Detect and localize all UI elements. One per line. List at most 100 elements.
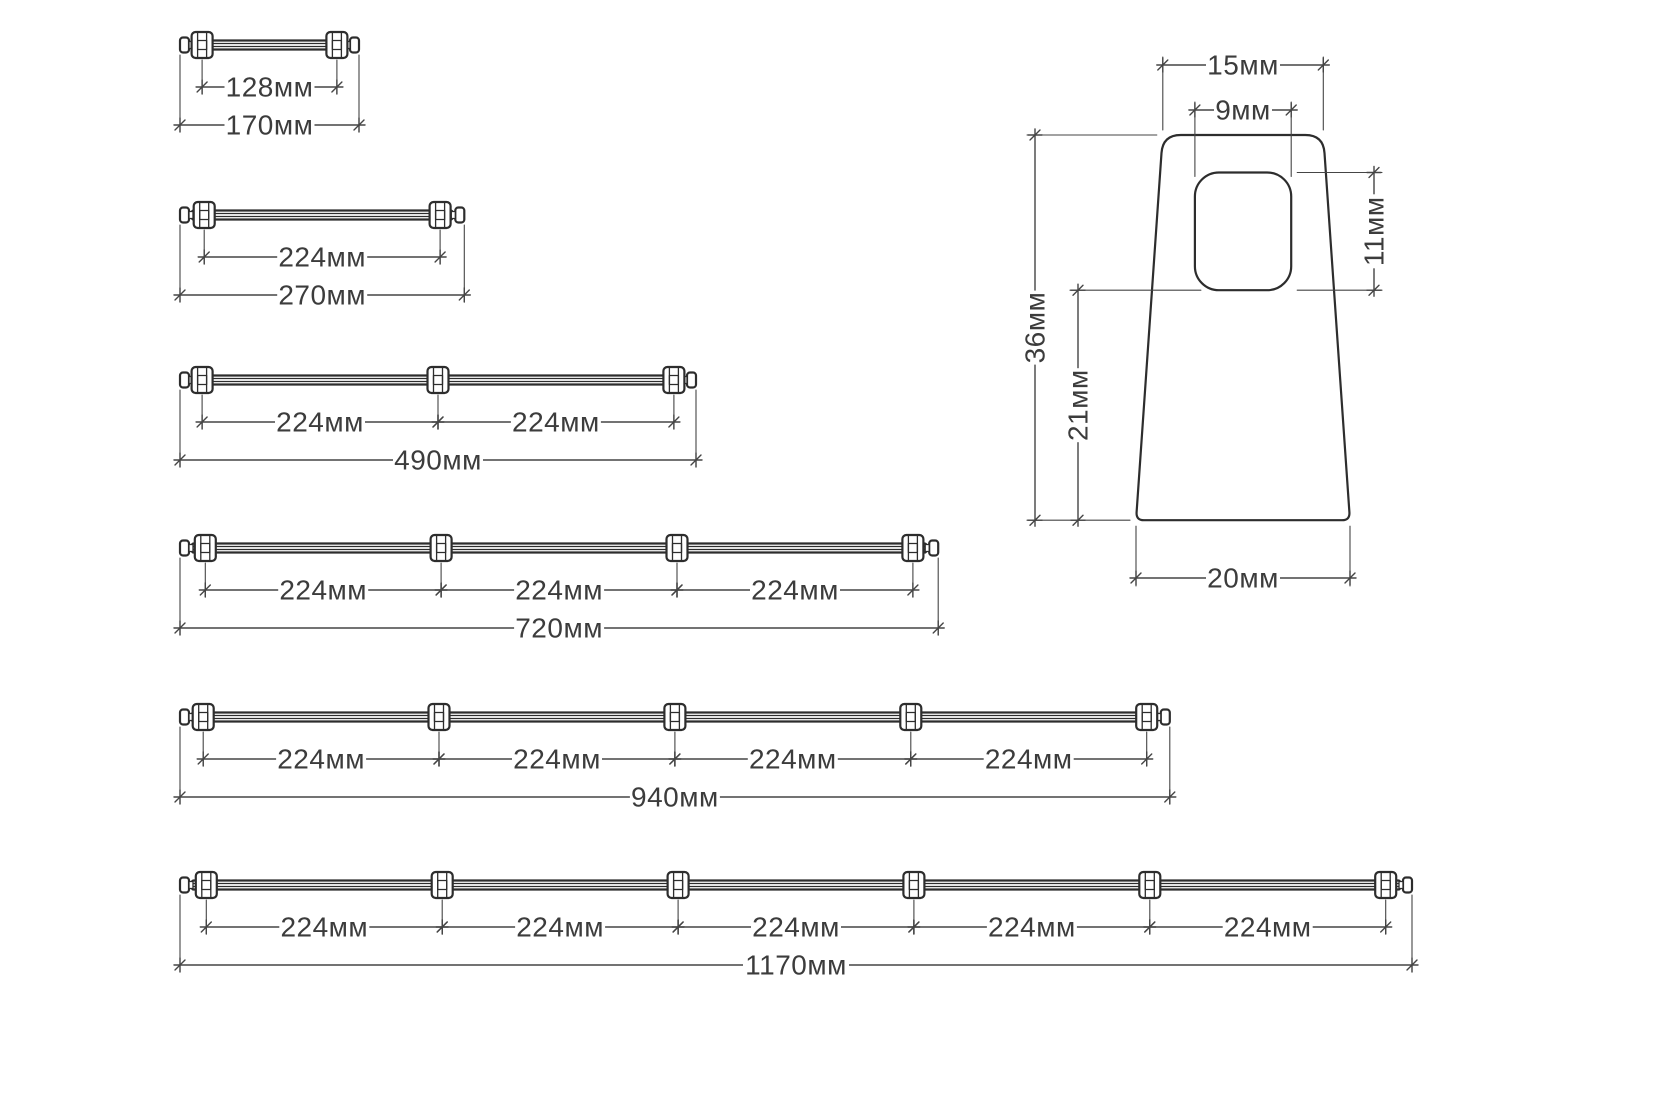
dimension-label: 36мм [1020,292,1051,364]
segment-dimension: 224мм [435,912,685,943]
overall-dimension: 1170мм [173,950,1419,981]
mounting-bracket [193,533,217,563]
mounting-bracket [901,533,925,563]
dimension-label: 224мм [515,575,603,606]
segment-dimension: 224мм [1143,912,1393,943]
mounting-bracket [665,533,689,563]
mounting-bracket [902,870,926,900]
segment-dimension: 224мм [671,912,921,943]
dimension-label: 224мм [513,744,601,775]
overall-dimension: 490мм [173,445,703,476]
rail-end-cap [178,539,194,557]
segment-dimension: 224мм [196,744,446,775]
profile-slot [1193,171,1293,292]
dimension-label: 21мм [1063,369,1094,441]
rail-end-cap [924,539,940,557]
segment-dimension: 128мм [195,72,344,103]
mounting-bracket [899,702,923,732]
dimension-label: 11мм [1359,197,1390,267]
lower-height-dimension: 21мм [1063,283,1094,527]
overall-dimension: 270мм [173,280,471,311]
dimension-label: 20мм [1207,563,1279,594]
mounting-bracket [430,870,454,900]
mounting-bracket [1135,702,1159,732]
slot-width-dimension: 9мм [1188,95,1298,126]
segment-dimension: 224мм [199,912,449,943]
segment-dimension: 224мм [904,744,1154,775]
dimension-label: 128мм [226,72,314,103]
dimension-label: 224мм [752,912,840,943]
mounting-bracket [191,702,215,732]
dimension-label: 9мм [1215,95,1271,126]
top-width-dimension: 15мм [1156,50,1331,81]
rail-assembly-270mm: 224мм 270мм [173,200,471,311]
dimension-label: 224мм [277,744,365,775]
mounting-bracket [1374,870,1398,900]
rail-end-cap [178,206,194,224]
dimension-label: 224мм [985,744,1073,775]
rail-end-cap [1156,708,1171,726]
rail-tube [190,209,454,221]
segment-dimension: 224мм [195,407,445,438]
rail-end-cap [178,876,194,894]
dimension-label: 224мм [280,912,368,943]
mounting-bracket [429,533,453,563]
dimension-label: 224мм [988,912,1076,943]
dimension-label: 270мм [278,280,366,311]
rail-end-cap [1398,876,1414,894]
overall-height-dimension: 36мм [1020,128,1051,527]
mounting-bracket [663,702,687,732]
mounting-bracket [190,30,214,60]
rail-tube [190,542,928,554]
mounting-bracket [662,365,686,395]
rail-assembly-1170mm: 224мм 224мм 224мм 224мм 224мм 1170мм [173,870,1419,981]
rail-end-cap [682,371,698,389]
segment-dimension: 224мм [197,242,447,273]
dimension-label: 224мм [512,407,600,438]
rail-tube [190,879,1402,891]
bracket-cross-section: 15мм 9мм 11мм 36мм 21мм 20мм [1020,50,1390,594]
bottom-width-dimension: 20мм [1129,563,1357,594]
rail-assembly-170mm: 128мм 170мм [173,30,366,141]
dimension-label: 224мм [276,407,364,438]
mounting-bracket [1138,870,1162,900]
segment-dimension: 224мм [432,744,682,775]
mounting-bracket [666,870,690,900]
profile-outline [1135,133,1351,522]
dimension-label: 224мм [749,744,837,775]
mounting-bracket [192,200,216,230]
dimension-label: 224мм [278,242,366,273]
rail-assembly-720mm: 224мм 224мм 224мм 720мм [173,533,945,644]
segment-dimension: 224мм [670,575,920,606]
dimension-label: 224мм [751,575,839,606]
dimension-label: 720мм [515,613,603,644]
rail-end-cap [450,206,466,224]
rail-tube [190,39,349,51]
overall-dimension: 170мм [173,110,366,141]
dimension-label: 490мм [394,445,482,476]
dimension-label: 224мм [516,912,604,943]
mounting-bracket [427,702,451,732]
dimension-label: 224мм [1224,912,1312,943]
dimension-label: 940мм [631,782,719,813]
segment-dimension: 224мм [198,575,448,606]
dimension-label: 224мм [279,575,367,606]
overall-dimension: 940мм [173,782,1177,813]
mounting-bracket [190,365,214,395]
dimension-label: 170мм [226,110,314,141]
segment-dimension: 224мм [434,575,684,606]
mounting-bracket [428,200,452,230]
dimension-label: 15мм [1207,50,1279,81]
mounting-bracket [426,365,450,395]
segment-dimension: 224мм [668,744,918,775]
dimension-label: 1170мм [745,950,847,981]
slot-height-dimension: 11мм [1359,165,1390,297]
rail-end-cap [178,708,194,726]
segment-dimension: 224мм [431,407,681,438]
segment-dimension: 224мм [907,912,1157,943]
mounting-bracket [325,30,349,60]
rail-assembly-490mm: 224мм 224мм 490мм [173,365,703,476]
rail-assembly-940mm: 224мм 224мм 224мм 224мм 940мм [173,702,1177,813]
